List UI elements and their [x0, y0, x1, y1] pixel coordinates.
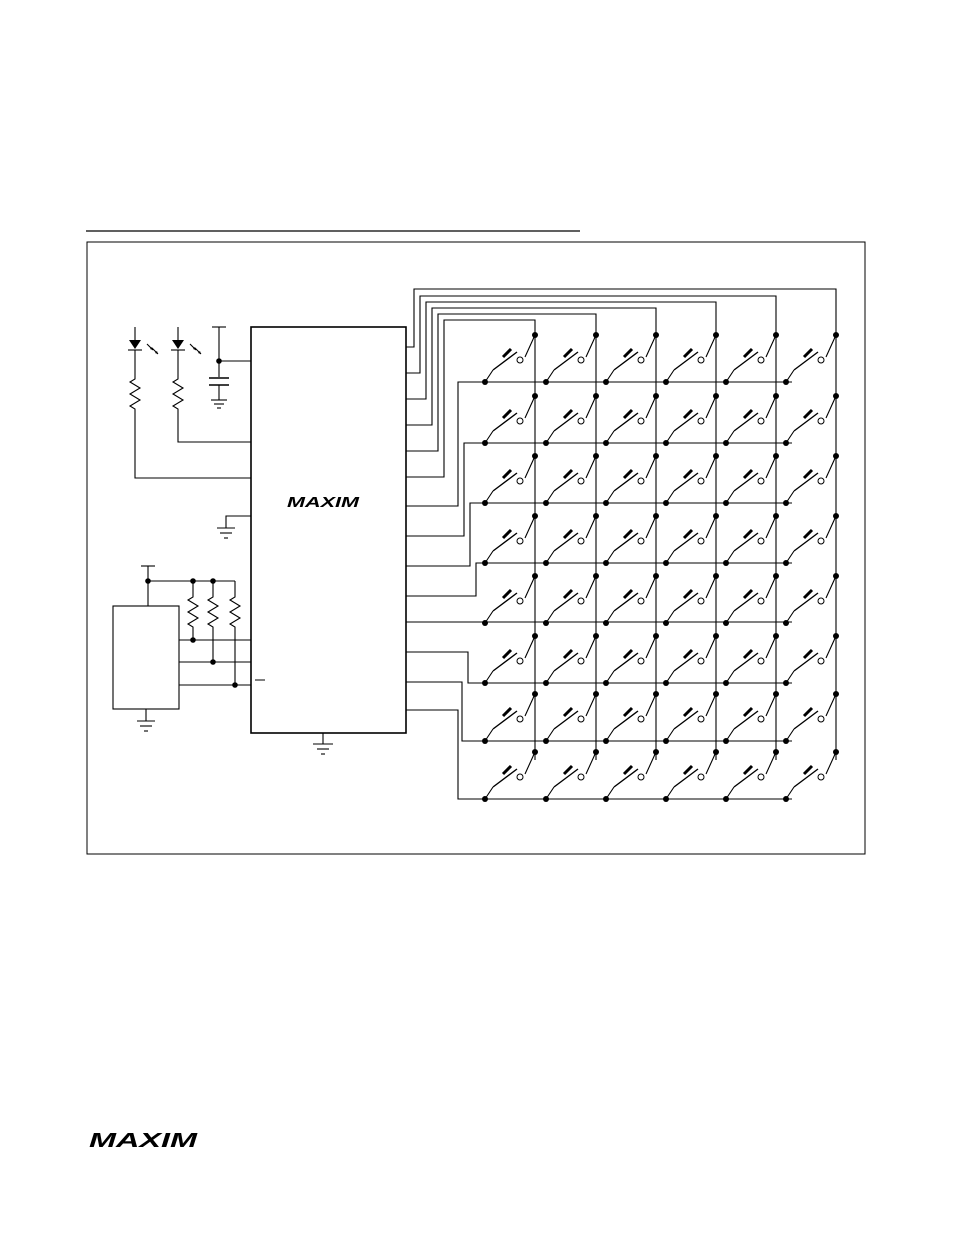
keypad-switch [482, 749, 538, 802]
bypass-capacitor [209, 378, 229, 408]
footer-maxim-logo: MAXIM [89, 1130, 199, 1152]
keypad-switch [663, 332, 719, 385]
host-controller [113, 606, 179, 709]
keypad-switch [663, 691, 719, 744]
keypad-switch [482, 691, 538, 744]
keypad-switch [663, 633, 719, 686]
ic-maxim-logo: MAXIM [287, 494, 360, 511]
keypad-switch [783, 633, 839, 686]
supply-rail [212, 327, 251, 377]
keypad-switch [723, 513, 779, 566]
keypad-switch [723, 573, 779, 626]
keypad-switch [783, 573, 839, 626]
keypad-switch [543, 453, 599, 506]
column-wire-4 [406, 302, 716, 399]
led-2-resistor [173, 376, 251, 442]
keypad-switch [783, 513, 839, 566]
pullup-resistor-3 [230, 581, 240, 685]
keypad-switch [543, 573, 599, 626]
keypad-switch [543, 393, 599, 446]
keypad-switch [783, 691, 839, 744]
row-wire-8 [406, 710, 792, 799]
led-2 [171, 327, 201, 376]
figure-frame [87, 242, 865, 854]
keypad-switch [543, 749, 599, 802]
keypad-switch [543, 513, 599, 566]
ground-symbol-ic-pin [217, 516, 251, 538]
keypad-switch [603, 749, 659, 802]
keypad-switch [603, 453, 659, 506]
keypad-switch [783, 332, 839, 385]
keypad-switch [603, 633, 659, 686]
keypad-switch [543, 633, 599, 686]
led-1 [128, 327, 158, 376]
row-wire-2 [406, 443, 792, 536]
keypad-switch [482, 332, 538, 385]
row-wire-7 [406, 682, 792, 741]
keypad-switch [723, 749, 779, 802]
column-wire-6 [406, 289, 836, 347]
svg-text:MAXIM: MAXIM [89, 1130, 199, 1152]
keypad-switch [783, 749, 839, 802]
led-1-resistor [130, 376, 251, 478]
keypad-switch [723, 393, 779, 446]
keypad-switch [663, 393, 719, 446]
keypad-matrix [406, 289, 839, 802]
ic-chip: MAXIM [251, 327, 406, 733]
keypad-switch [482, 573, 538, 626]
keypad-switch [482, 453, 538, 506]
ground-symbol-host [137, 709, 155, 731]
keypad-switch [482, 633, 538, 686]
keypad-switch [783, 393, 839, 446]
keypad-switch [482, 393, 538, 446]
ground-symbol-ic-bottom [313, 733, 333, 754]
keypad-switch [482, 513, 538, 566]
keypad-switch [663, 573, 719, 626]
row-wire-4 [406, 563, 792, 596]
keypad-switch [723, 453, 779, 506]
keypad-switch [603, 393, 659, 446]
keypad-switch [783, 453, 839, 506]
host-bus-wires [179, 637, 251, 688]
keypad-switch [603, 691, 659, 744]
svg-text:MAXIM: MAXIM [287, 494, 360, 511]
keypad-switch [723, 691, 779, 744]
pullup-resistor-1 [188, 581, 198, 640]
keypad-switch [603, 573, 659, 626]
keypad-switch [603, 332, 659, 385]
keypad-switch [663, 513, 719, 566]
keypad-switch [723, 633, 779, 686]
keypad-switch [723, 332, 779, 385]
keypad-switch [543, 691, 599, 744]
keypad-switch [603, 513, 659, 566]
keypad-switch [543, 332, 599, 385]
pullup-resistor-2 [208, 581, 218, 662]
keypad-switch [663, 453, 719, 506]
row-wire-6 [406, 652, 792, 683]
keypad-switch [663, 749, 719, 802]
